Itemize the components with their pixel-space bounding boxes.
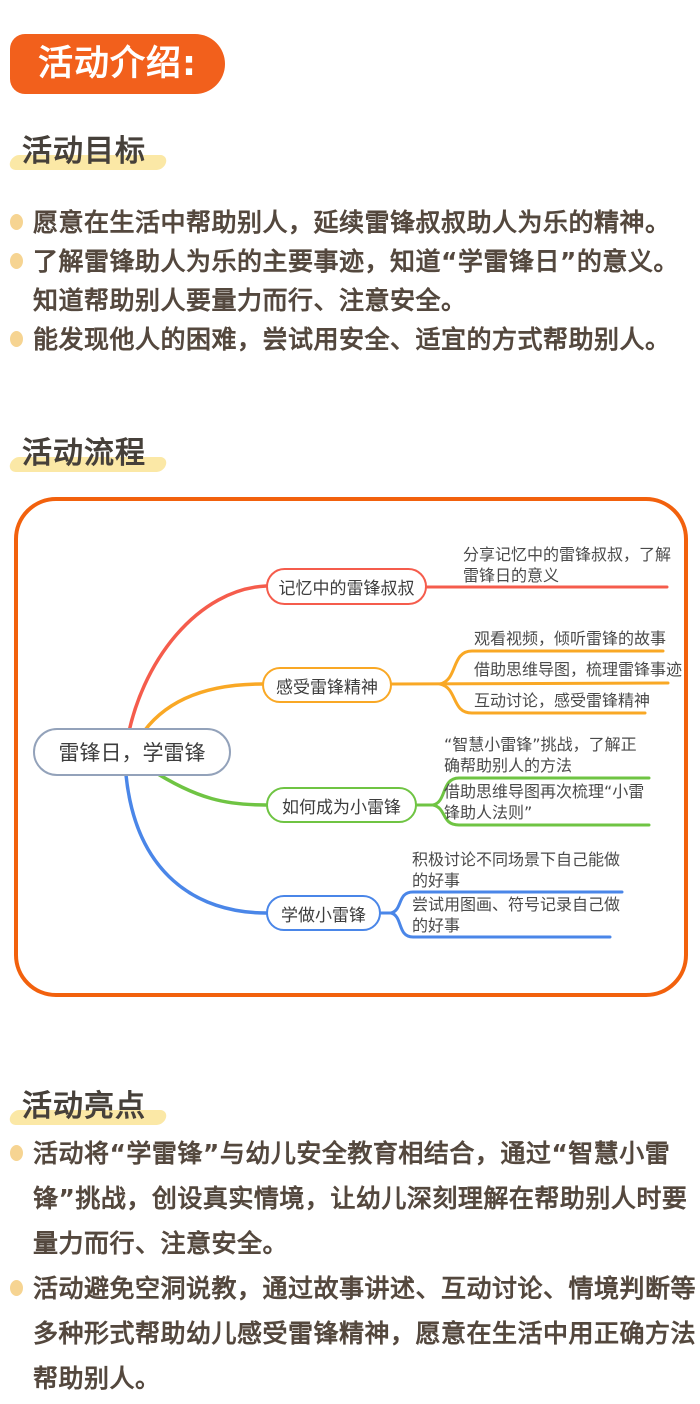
list-item: 活动将“学雷锋”与幼儿安全教育相结合，通过“智慧小雷 锋”挑战，创设真实情境，让… xyxy=(10,1131,696,1266)
mindmap-leaf-label: “智慧小雷锋”挑战，了解正 确帮助别人的方法 xyxy=(444,735,637,775)
highlights-section-title: 活动亮点 xyxy=(8,1081,168,1125)
list-item: 愿意在生活中帮助别人，延续雷锋叔叔助人为乐的精神。 xyxy=(10,203,696,242)
process-section-title: 活动流程 xyxy=(8,428,168,472)
highlights-bullet-list: 活动将“学雷锋”与幼儿安全教育相结合，通过“智慧小雷 锋”挑战，创设真实情境，让… xyxy=(10,1131,696,1401)
mindmap-branch-node: 学做小雷锋 xyxy=(266,895,381,931)
goals-section-title: 活动目标 xyxy=(8,126,168,170)
mindmap-branch-node: 如何成为小雷锋 xyxy=(266,787,417,823)
bullet-dot-icon xyxy=(10,1280,23,1296)
mindmap-leaf-label: 互动讨论，感受雷锋精神 xyxy=(474,691,651,710)
mindmap-leaf-label: 观看视频，倾听雷锋的故事 xyxy=(474,629,667,648)
goals-bullet-list: 愿意在生活中帮助别人，延续雷锋叔叔助人为乐的精神。 了解雷锋助人为乐的主要事迹，… xyxy=(10,203,696,359)
mindmap-leaf-label: 积极讨论不同场景下自己能做 的好事 xyxy=(412,850,621,890)
list-item: 活动避免空洞说教，通过故事讲述、互动讨论、情境判断等 多种形式帮助幼儿感受雷锋精… xyxy=(10,1266,696,1401)
bullet-dot-icon xyxy=(10,214,23,230)
list-item: 能发现他人的困难，尝试用安全、适宜的方式帮助别人。 xyxy=(10,320,696,359)
mindmap-connectors xyxy=(124,584,670,939)
bullet-dot-icon xyxy=(10,331,23,347)
mindmap-branch-node: 感受雷锋精神 xyxy=(262,667,392,703)
mindmap-leaf-label: 借助思维导图再次梳理“小雷 锋助人法则” xyxy=(444,782,645,822)
mindmap-leaf-label: 借助思维导图，梳理雷锋事迹 xyxy=(474,660,683,679)
mindmap-leaf-label: 分享记忆中的雷锋叔叔，了解 雷锋日的意义 xyxy=(463,545,672,585)
mindmap-root-node: 雷锋日，学雷锋 xyxy=(33,728,231,776)
mindmap-leaf-label: 尝试用图画、符号记录自己做 的好事 xyxy=(412,895,621,935)
mindmap-branch-node: 记忆中的雷锋叔叔 xyxy=(266,568,427,605)
bullet-dot-icon xyxy=(10,1145,23,1161)
bullet-dot-icon xyxy=(10,253,23,269)
mindmap-diagram: 雷锋日，学雷锋 记忆中的雷锋叔叔 感受雷锋精神 如何成为小雷锋 学做小雷锋 分享… xyxy=(14,497,688,997)
list-item: 了解雷锋助人为乐的主要事迹，知道“学雷锋日”的意义。 知道帮助别人要量力而行、注… xyxy=(10,242,696,320)
page-title-badge: 活动介绍: xyxy=(10,34,225,94)
